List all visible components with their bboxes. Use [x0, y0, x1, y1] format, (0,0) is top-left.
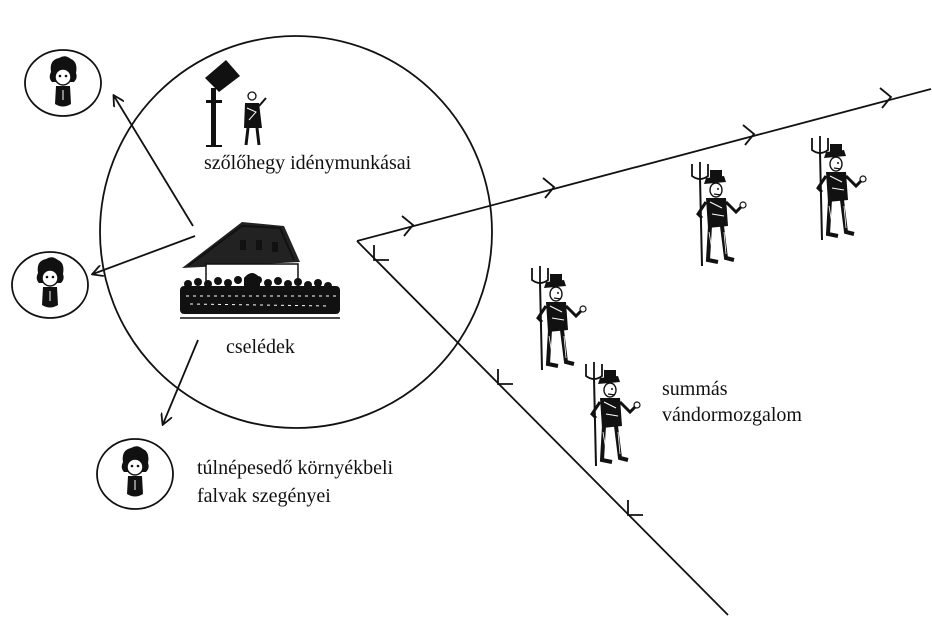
chevron-icon: [497, 369, 513, 385]
portrait-circle-middle: [11, 251, 89, 319]
farmer-pitchfork-icon: [810, 134, 868, 242]
arrow-to-bottom-portrait: [163, 339, 199, 424]
portrait-circle-bottom: [96, 438, 174, 510]
farmer-pitchfork-icon: [530, 264, 588, 372]
label-servants: cselédek: [226, 336, 295, 358]
chevron-icon: [879, 87, 893, 109]
farmer-pitchfork-icon: [584, 360, 642, 468]
arrow-to-top-portrait: [114, 96, 194, 227]
migration-path: [356, 87, 932, 616]
portrait-circle-top: [24, 49, 102, 117]
label-poor-villages-line2: falvak szegényei: [197, 485, 331, 507]
manor-house-icon: [180, 222, 340, 319]
label-poor-villages-line1: túlnépesedő környékbeli: [197, 457, 394, 479]
chevron-icon: [627, 500, 643, 516]
manor-circle: [99, 35, 493, 429]
chevron-icon: [373, 245, 389, 261]
chevron-icon: [401, 215, 415, 237]
farmer-pitchfork-icon: [690, 160, 748, 268]
wayside-cross-icon: [205, 60, 240, 147]
chevron-icon: [542, 177, 556, 199]
label-vineyard-workers: szőlőhegy idénymunkásai: [204, 152, 412, 174]
vineyard-worker-icon: [244, 91, 267, 146]
arrow-to-middle-portrait: [93, 235, 196, 274]
label-migration-line2: vándormozgalom: [662, 404, 802, 426]
label-migration-line1: summás: [662, 378, 728, 400]
chevron-icon: [742, 124, 756, 146]
